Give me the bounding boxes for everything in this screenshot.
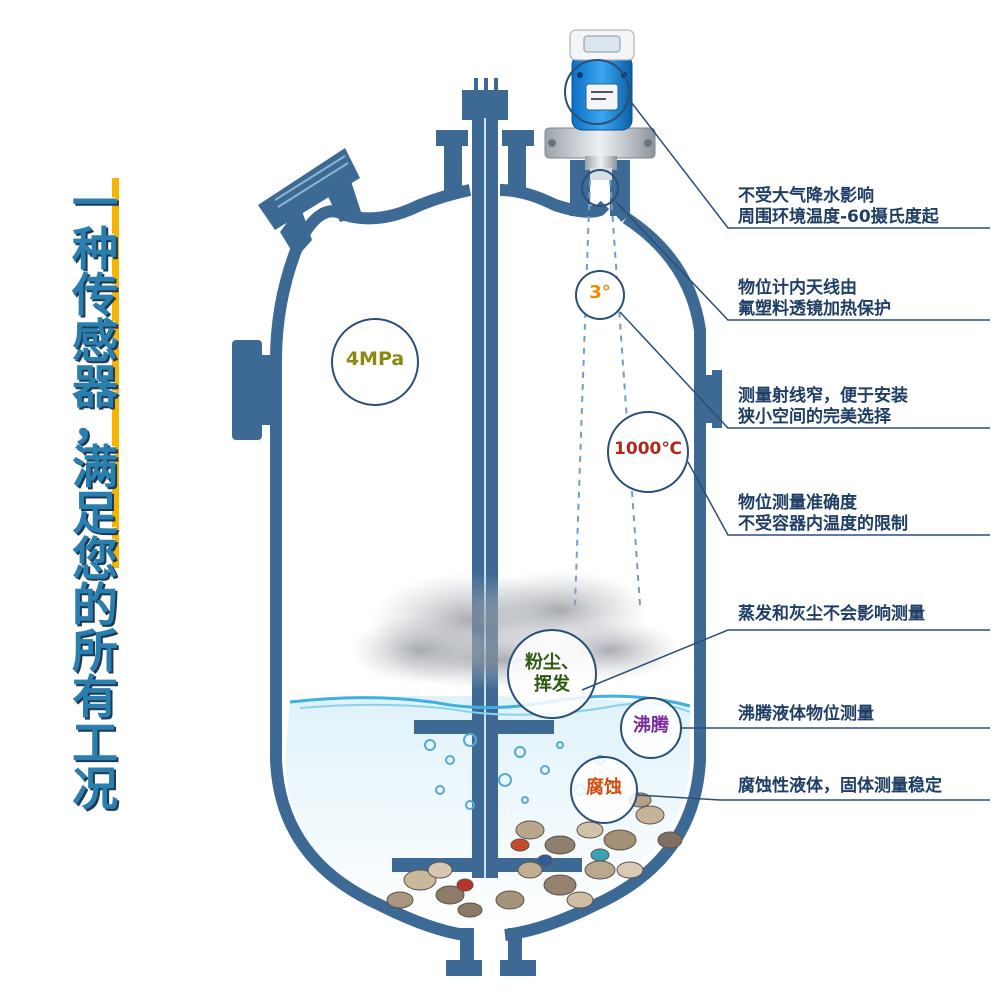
pressure-circle xyxy=(331,318,419,406)
callout-line: 不受大气降水影响 xyxy=(738,186,874,206)
callout-line: 不受容器内温度的限制 xyxy=(738,514,908,534)
radar-beam xyxy=(574,179,641,606)
angle-label: 3° xyxy=(589,282,611,303)
callout-corrosion: 腐蚀性液体，固体测量稳定 xyxy=(738,776,942,797)
corrosion-label: 腐蚀 xyxy=(586,777,622,798)
callout-line: 狭小空间的完美选择 xyxy=(738,407,891,427)
dust-label-line2: 挥发 xyxy=(534,674,570,695)
title-char: 有 xyxy=(72,670,118,724)
inclined-nozzle xyxy=(258,148,362,258)
title-char: 工 xyxy=(72,716,118,770)
title-char: 器 xyxy=(72,360,118,414)
callout-antenna: 物位计内天线由 氟塑料透镜加热保护 xyxy=(738,278,891,320)
callout-temperature: 物位测量准确度 不受容器内温度的限制 xyxy=(738,493,908,535)
callout-beam: 测量射线窄，便于安装 狭小空间的完美选择 xyxy=(738,386,908,428)
title-char: 况 xyxy=(72,762,118,816)
radar-nozzle xyxy=(570,160,630,216)
callout-line: 腐蚀性液体，固体测量稳定 xyxy=(738,776,942,796)
callout-line: 测量射线窄，便于安装 xyxy=(738,386,908,406)
corrosion-circle xyxy=(570,756,638,824)
callout-line: 周围环境温度-60摄氏度起 xyxy=(738,207,939,227)
callout-line: 氟塑料透镜加热保护 xyxy=(738,299,891,319)
title-char: 满 xyxy=(72,440,118,494)
title-char: 所 xyxy=(72,624,118,678)
title-char: 感 xyxy=(72,314,118,368)
steam-fog xyxy=(350,570,680,690)
title-char: ， xyxy=(72,396,118,450)
temperature-label: 1000℃ xyxy=(614,439,682,459)
liquid-surface xyxy=(289,694,691,710)
title-char: 种 xyxy=(72,222,118,276)
solid-stones xyxy=(386,792,683,918)
callout-line: 沸腾液体物位测量 xyxy=(738,704,874,724)
annotation-circles xyxy=(331,59,689,824)
callout-weather: 不受大气降水影响 周围环境温度-60摄氏度起 xyxy=(738,186,939,228)
callout-line: 物位计内天线由 xyxy=(738,278,857,298)
beam-origin-circle xyxy=(581,169,619,207)
temperature-circle xyxy=(607,411,689,493)
right-nozzle xyxy=(700,370,722,428)
nozzle-grating xyxy=(274,155,349,208)
bottom-outlet xyxy=(446,928,536,976)
title-char: 传 xyxy=(72,268,118,322)
pressure-label: 4MPa xyxy=(345,348,405,370)
title-char: 的 xyxy=(72,578,118,632)
left-manway xyxy=(232,340,280,440)
title-char: 一 xyxy=(72,176,118,230)
callout-dust: 蒸发和灰尘不会影响测量 xyxy=(738,604,925,625)
radar-transmitter-icon xyxy=(544,29,656,180)
vessel-outline xyxy=(270,184,706,941)
callout-line: 物位测量准确度 xyxy=(738,493,857,513)
callout-boiling: 沸腾液体物位测量 xyxy=(738,704,874,725)
angle-circle xyxy=(575,270,625,320)
title-char: 足 xyxy=(72,486,118,540)
callout-line: 蒸发和灰尘不会影响测量 xyxy=(738,604,925,624)
callout-leaders xyxy=(581,97,990,801)
boiling-label: 沸腾 xyxy=(633,715,669,736)
dust-circle xyxy=(507,629,597,719)
agitator-nozzle xyxy=(436,78,534,196)
antenna-circle xyxy=(564,59,630,125)
title-char: 您 xyxy=(72,532,118,586)
title-accent-bar xyxy=(112,178,119,568)
dust-label-line1: 粉尘、 xyxy=(525,652,579,673)
